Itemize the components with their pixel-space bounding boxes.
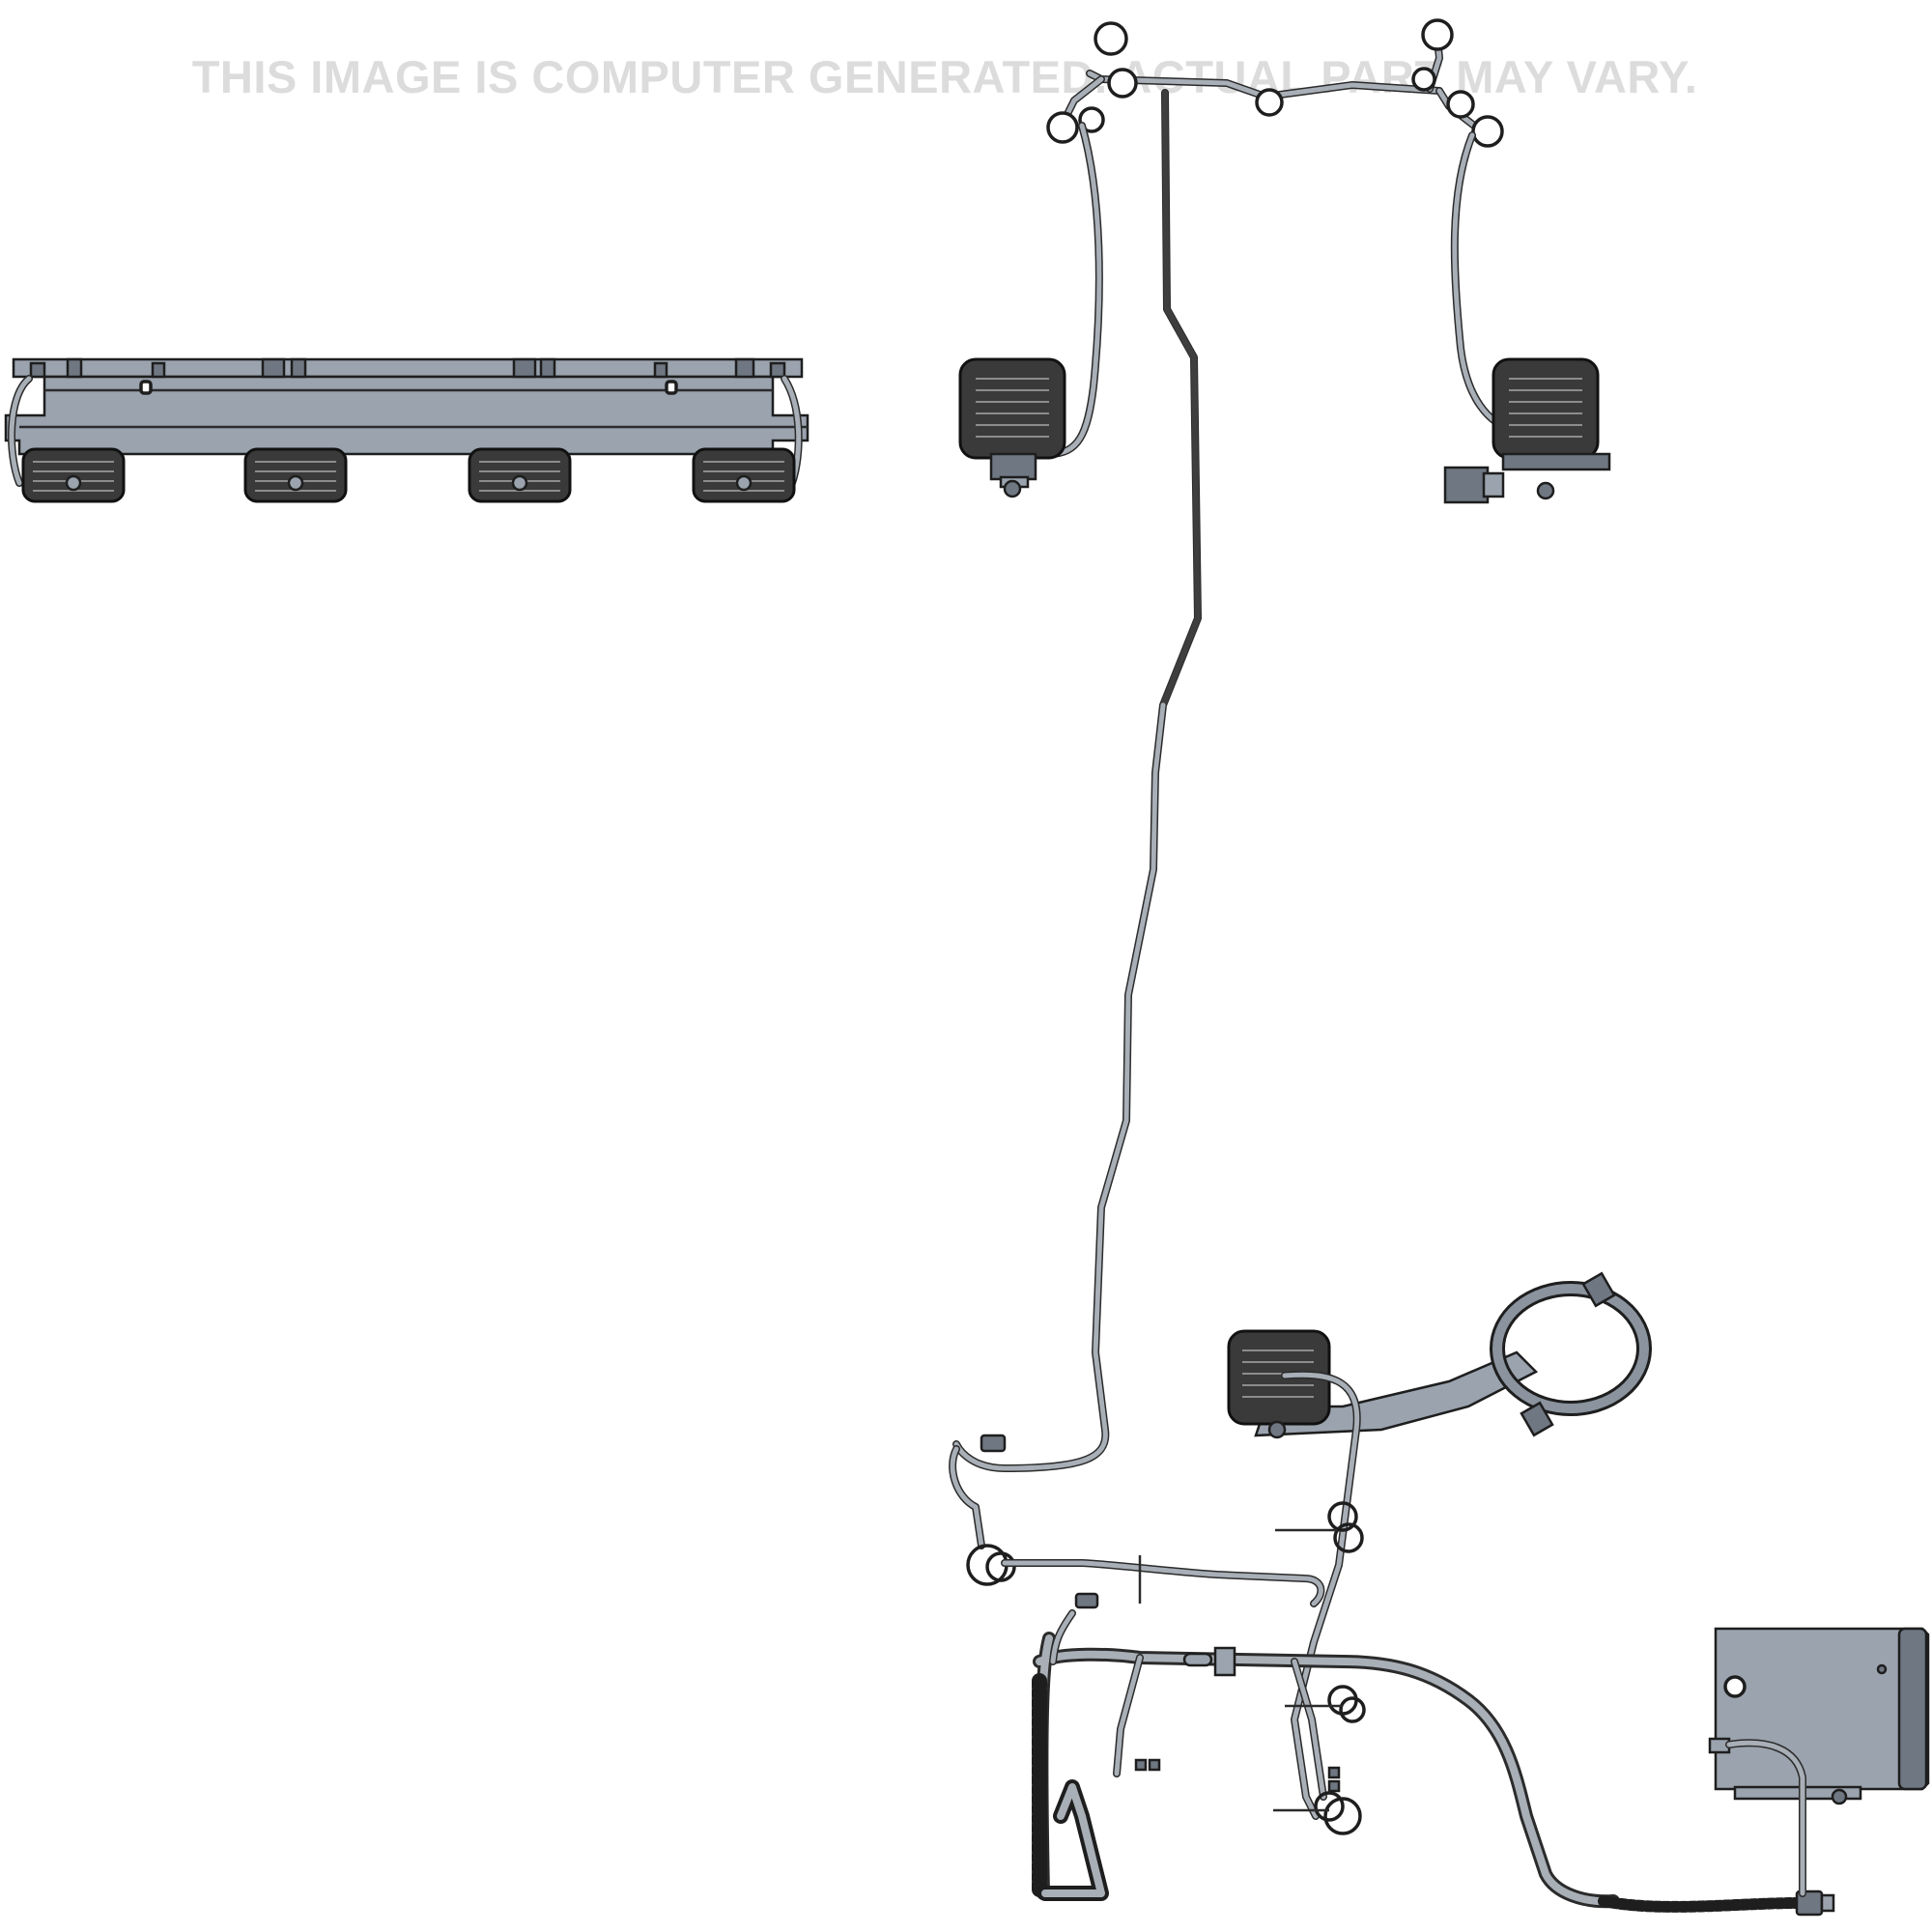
work-lamp-left	[958, 357, 1066, 498]
watermark-text: THIS IMAGE IS COMPUTER GENERATED. ACTUAL…	[191, 51, 1698, 102]
cable-tie-rings-top	[1046, 18, 1504, 148]
light-bar-clips	[29, 357, 786, 379]
upper-harness	[1046, 18, 1504, 148]
light-bar-lamp-3	[468, 447, 572, 503]
light-bar-mounting-plate	[4, 375, 810, 456]
main-loom-cable	[1033, 1632, 1620, 1909]
work-lamp-clamp-assembly	[1227, 1271, 1652, 1439]
light-bar-lamp-2	[243, 447, 348, 503]
control-box	[1708, 1627, 1930, 1805]
main-trunk-cable	[952, 89, 1202, 1472]
work-lamp-right	[1443, 357, 1611, 504]
light-bar-lamp-4	[692, 447, 796, 503]
light-bar-top-rail	[12, 357, 804, 379]
lower-harness	[949, 1434, 1835, 1917]
light-bar-lamp-1	[21, 447, 126, 503]
light-bar-assembly	[4, 357, 810, 503]
